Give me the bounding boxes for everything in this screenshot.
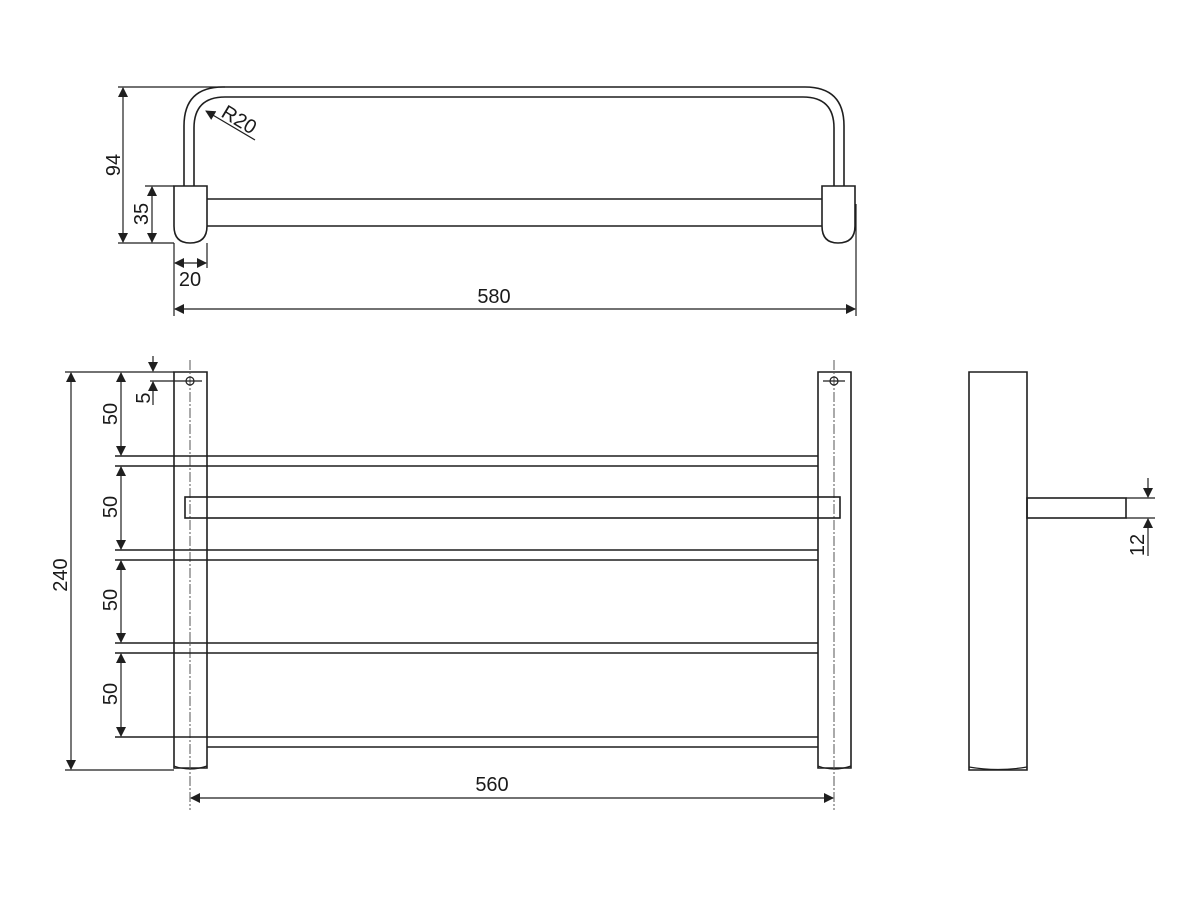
front-view: 240 50 50 50 50 5 560 [50, 356, 852, 810]
side-bar [1026, 497, 1127, 519]
dim-12-label: 12 [1127, 534, 1149, 556]
dim-12: 12 [1126, 478, 1155, 556]
dim-240-label: 240 [50, 558, 72, 591]
dim-94-label: 94 [103, 154, 125, 176]
dim-50-3-label: 50 [100, 589, 122, 611]
dim-50-2-label: 50 [100, 496, 122, 518]
dim-r20-label: R20 [217, 101, 260, 139]
dim-50-4: 50 [100, 653, 126, 737]
dim-35-label: 35 [131, 203, 153, 225]
dim-35: 35 [131, 185, 174, 243]
dim-240: 240 [50, 371, 174, 771]
dim-50-4-label: 50 [100, 683, 122, 705]
dim-50-1: 50 [100, 372, 126, 456]
dim-5-label: 5 [133, 392, 155, 403]
dim-50-2: 50 [100, 466, 126, 550]
dim-20-label: 20 [179, 269, 201, 291]
dim-560-label: 560 [475, 774, 508, 796]
dim-r20: R20 [205, 101, 260, 141]
towel-bar [184, 496, 841, 519]
dim-580-label: 580 [477, 286, 510, 308]
dim-560: 560 [190, 774, 834, 803]
top-view: 94 35 20 R20 580 [103, 86, 857, 316]
dim-580: 580 [174, 204, 857, 316]
dim-20: 20 [173, 243, 208, 316]
dim-5: 5 [133, 356, 181, 405]
side-view: 12 [968, 371, 1155, 771]
dim-94: 94 [103, 86, 225, 244]
dim-50-1-label: 50 [100, 403, 122, 425]
dim-50-3: 50 [100, 560, 126, 643]
